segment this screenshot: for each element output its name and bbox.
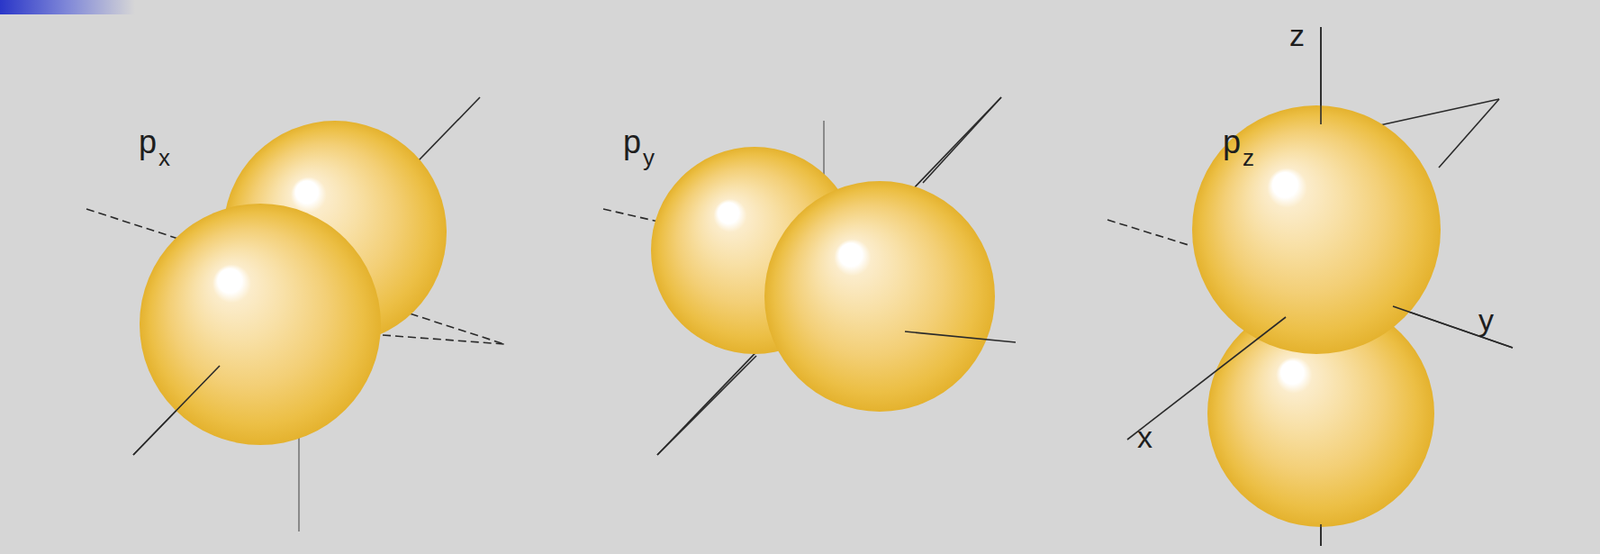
py-orbital [603, 97, 1016, 455]
pz-orbital [1107, 27, 1513, 546]
slide-corner-bar [0, 0, 136, 15]
orbital-letter: p [138, 126, 157, 159]
px-orbital [86, 97, 505, 532]
axis-label: x [1137, 421, 1153, 452]
orbital-subscript: z [1242, 145, 1255, 170]
axis-label: y [1478, 304, 1494, 335]
orbital-subscript: x [158, 145, 171, 170]
orbital-letter: p [623, 126, 642, 159]
orbital-subscript: y [642, 145, 655, 170]
orbital-letter: p [1222, 126, 1241, 159]
axis-label: z [1289, 19, 1305, 51]
